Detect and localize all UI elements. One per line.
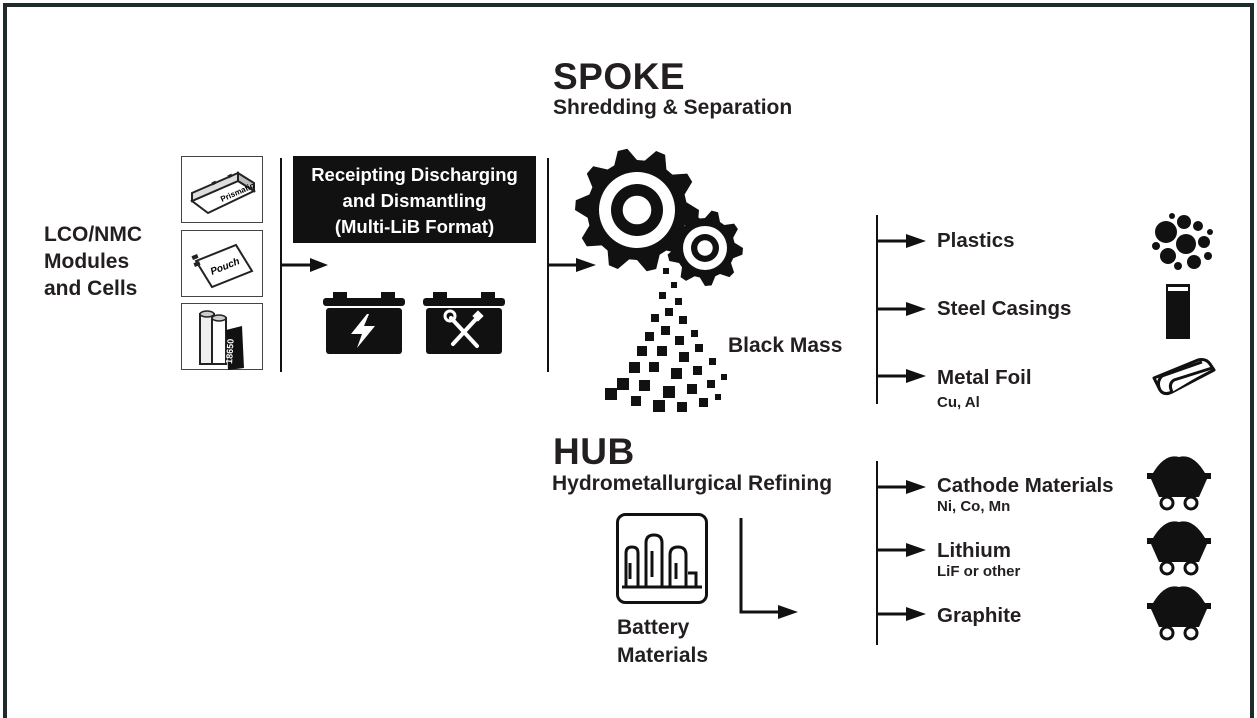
black-mass-particle xyxy=(671,368,682,379)
prismatic-cell-icon: Prismatic xyxy=(181,156,263,223)
black-mass-particle xyxy=(629,362,640,373)
arrow-input-head xyxy=(310,258,328,272)
black-mass-particle xyxy=(637,346,647,356)
black-mass-particle xyxy=(617,378,629,390)
black-mass-label: Black Mass xyxy=(728,334,843,357)
gear-hole xyxy=(622,195,652,225)
output-graphite-label: Graphite xyxy=(937,604,1022,627)
hub-title: HUB xyxy=(553,431,635,472)
black-mass-particle xyxy=(691,330,698,337)
black-mass-particle xyxy=(671,282,677,288)
black-mass-particle xyxy=(663,386,675,398)
black-mass-particle xyxy=(695,344,703,352)
black-mass-particle xyxy=(605,388,617,400)
black-mass-particle xyxy=(693,366,702,375)
arrow-hub-head xyxy=(778,605,798,619)
output-foil-sub: Cu, Al xyxy=(937,394,980,411)
black-mass-particle xyxy=(661,326,670,335)
battery-materials-label: Battery Materials xyxy=(617,616,709,667)
black-mass-particles xyxy=(605,268,727,412)
output-lithium-label: Lithium xyxy=(937,539,1012,562)
input-label: LCO/NMC Modules and Cells xyxy=(44,223,142,300)
black-mass-particle xyxy=(687,384,697,394)
black-mass-particle xyxy=(649,362,659,372)
arrow-graphite xyxy=(906,607,926,621)
refinery-icon xyxy=(616,513,708,604)
arrow-cathode xyxy=(906,480,926,494)
mine-cart-icon xyxy=(1147,521,1211,576)
hub-subtitle: Hydrometallurgical Refining xyxy=(552,472,833,495)
black-mass-particle xyxy=(657,346,667,356)
arrow-steel xyxy=(906,302,926,316)
black-mass-particle xyxy=(631,396,641,406)
mine-cart-icon xyxy=(1147,456,1211,511)
black-mass-particle xyxy=(721,374,727,380)
shredding-gears-icon xyxy=(575,148,743,412)
battery-discharge-icon xyxy=(323,292,405,354)
gear-hole xyxy=(697,240,713,256)
black-mass-particle xyxy=(645,332,654,341)
black-mass-particle xyxy=(665,308,673,316)
step-receipting-box: Receipting Discharging and Dismantling (… xyxy=(293,156,536,243)
plastic-pellets-icon xyxy=(1152,213,1213,270)
cylindrical-label: 18650 xyxy=(224,338,236,364)
pouch-cell-icon: Pouch xyxy=(181,230,263,297)
output-steel-label: Steel Casings xyxy=(937,297,1072,320)
output-cathode-label: Cathode Materials xyxy=(937,474,1114,497)
cylindrical-cell-icon: 18650 xyxy=(181,303,263,370)
black-mass-particle xyxy=(677,402,687,412)
battery-tools-icon xyxy=(423,292,505,354)
black-mass-particle xyxy=(709,358,716,365)
spoke-title: SPOKE xyxy=(553,56,686,97)
output-foil-label: Metal Foil xyxy=(937,366,1032,389)
mine-cart-icon xyxy=(1147,586,1211,641)
black-mass-particle xyxy=(653,400,665,412)
metal-foil-icon xyxy=(1152,358,1216,396)
arrow-lithium xyxy=(906,543,926,557)
arrow-hub-line xyxy=(739,518,780,614)
black-mass-particle xyxy=(679,352,689,362)
output-cathode-sub: Ni, Co, Mn xyxy=(937,498,1011,515)
black-mass-particle xyxy=(675,298,682,305)
arrow-foil xyxy=(906,369,926,383)
arrow-spoke-head xyxy=(576,258,596,272)
black-mass-particle xyxy=(651,314,659,322)
black-mass-particle xyxy=(675,336,684,345)
black-mass-particle xyxy=(659,292,666,299)
black-mass-particle xyxy=(715,394,721,400)
black-mass-particle xyxy=(707,380,715,388)
black-mass-particle xyxy=(639,380,650,391)
steel-casing-icon xyxy=(1166,284,1190,339)
black-mass-particle xyxy=(699,398,708,407)
output-lithium-sub: LiF or other xyxy=(937,563,1021,580)
diagram-frame xyxy=(3,3,1254,718)
arrow-plastics xyxy=(906,234,926,248)
spoke-subtitle: Shredding & Separation xyxy=(553,96,793,119)
output-plastics-label: Plastics xyxy=(937,229,1015,252)
black-mass-particle xyxy=(663,268,669,274)
black-mass-particle xyxy=(679,316,687,324)
